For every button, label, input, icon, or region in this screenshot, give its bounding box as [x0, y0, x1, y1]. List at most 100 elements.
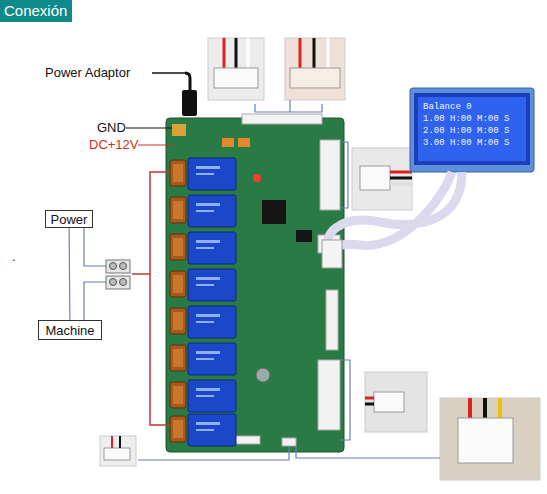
wire-part — [84, 228, 106, 266]
pcb-board — [166, 114, 344, 452]
display-line: 2.00 H:00 M:00 S — [423, 125, 521, 137]
part-label: Power Adaptor — [45, 65, 130, 80]
pcb-board-part — [222, 138, 234, 147]
lcd-module-part — [414, 93, 530, 165]
display-line: 1.00 H:00 M:00 S — [423, 113, 521, 125]
connector-photo-part — [100, 436, 136, 466]
ribbon-cable — [327, 172, 462, 262]
pcb-board-part — [166, 118, 344, 452]
pcb-board-part — [256, 368, 270, 382]
note: . — [12, 249, 16, 264]
leader-line-part — [126, 127, 172, 128]
bracket — [340, 360, 350, 440]
terminal-block-part — [120, 263, 127, 270]
pcb-board-part — [320, 140, 340, 210]
connector-photo-part — [390, 171, 412, 174]
title: Conexión — [0, 0, 72, 22]
connector-photo-part — [247, 38, 250, 70]
relay-row-part — [170, 414, 236, 446]
connector-photo-part — [327, 38, 330, 70]
relay-row — [170, 158, 236, 446]
wire — [84, 228, 106, 320]
power-jack-part — [185, 73, 190, 90]
relay-row-part — [170, 343, 236, 375]
pcb-board-part — [326, 290, 338, 350]
relay-row-part — [170, 158, 236, 190]
terminal-block-part — [106, 276, 130, 289]
pcb-board-part — [262, 200, 286, 224]
connector-photo-part — [119, 436, 121, 448]
lcd-module-part — [410, 88, 534, 172]
connector-photo-part — [223, 38, 226, 70]
display-line: 3.00 H:00 M:00 S — [423, 137, 521, 149]
bracket-part — [255, 104, 322, 112]
pcb-board-part — [238, 138, 250, 147]
leader-line-part — [296, 446, 440, 458]
connector-photo-part — [235, 38, 238, 70]
display-line: Balance 0 — [423, 101, 521, 113]
connector-photo-part — [290, 68, 340, 88]
connector-photo — [208, 38, 345, 100]
bracket-part — [150, 172, 170, 425]
relay-row-part — [170, 380, 236, 412]
label-box: Power — [45, 210, 93, 228]
leader-line-part — [152, 72, 186, 74]
connector-photo-part — [360, 166, 390, 190]
connector-photo-part — [390, 183, 412, 186]
connector-photo-part — [214, 68, 258, 88]
box-text: Power — [51, 212, 88, 227]
leader-line-part — [138, 446, 289, 460]
power-jack — [172, 73, 197, 136]
bracket-part — [132, 273, 150, 275]
connector-photo-part — [352, 148, 412, 210]
pcb-board-part — [242, 114, 322, 124]
connector-photo-part — [498, 398, 502, 420]
relay-row-part — [170, 269, 236, 301]
bracket-part — [289, 100, 290, 112]
connector-photo-part — [390, 177, 412, 180]
connector-photo-part — [365, 372, 427, 432]
connector-photo-part — [208, 38, 264, 100]
connector-photo-part — [313, 38, 316, 70]
leader-line — [126, 73, 186, 145]
connector-photo-part — [468, 398, 472, 420]
bracket — [255, 100, 322, 112]
lcd-module — [410, 88, 534, 172]
pcb-board-part — [282, 438, 296, 446]
signal-label: GND — [97, 120, 126, 135]
connector-photo-part — [483, 398, 487, 420]
power-jack-part — [182, 90, 197, 116]
lcd-screen: Balance 01.00 H:00 M:00 S2.00 H:00 M:00 … — [418, 97, 526, 161]
label-box: Machine — [38, 320, 102, 340]
connector-photo-part — [374, 392, 404, 412]
connector-photo — [352, 148, 412, 210]
relay-row-part — [170, 195, 236, 227]
ribbon-connector — [322, 240, 342, 268]
connector-photo-part — [365, 397, 374, 400]
leader-line — [138, 446, 440, 460]
box-text: Machine — [45, 323, 94, 338]
connector-photo-part — [104, 448, 130, 460]
connector-photo-part — [299, 38, 302, 70]
wire-part — [84, 282, 106, 320]
pcb-board-part — [296, 230, 312, 242]
connector-photo-part — [285, 38, 345, 100]
connector-photo-part — [440, 398, 540, 480]
bracket — [132, 172, 170, 425]
signal-label: DC+12V — [89, 137, 139, 152]
connector-photo-part — [365, 403, 374, 406]
leader-line-part — [138, 144, 174, 145]
connector-photo-part — [458, 418, 513, 463]
terminal-block — [106, 260, 130, 289]
terminal-block-part — [106, 260, 130, 273]
pcb-board-part — [253, 174, 261, 182]
terminal-block-part — [110, 279, 117, 286]
bracket — [342, 142, 348, 208]
relay-row-part — [170, 306, 236, 338]
connector — [68, 228, 70, 320]
terminal-block-part — [120, 279, 127, 286]
connector-photo — [100, 372, 540, 480]
terminal-block-part — [110, 263, 117, 270]
power-jack-part — [172, 124, 186, 136]
